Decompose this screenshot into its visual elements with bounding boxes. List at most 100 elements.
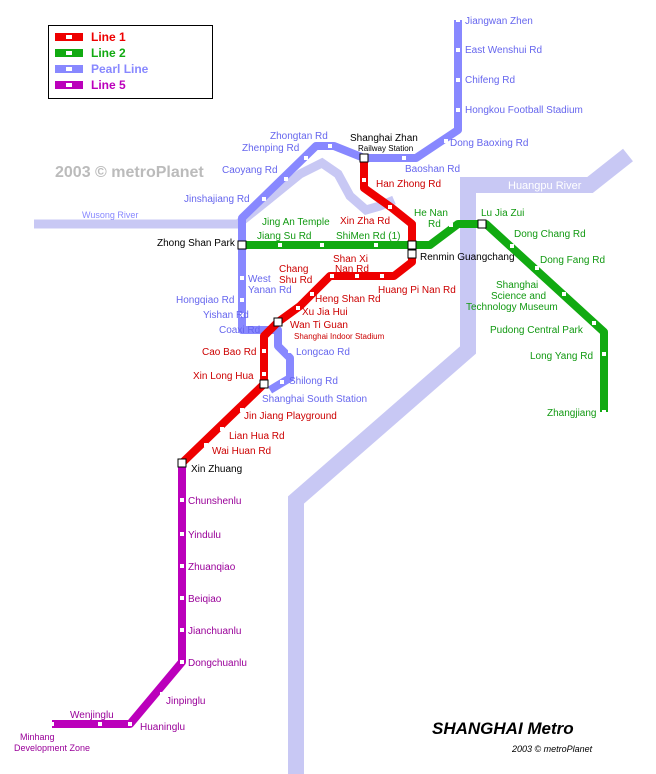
station-marker[interactable] <box>262 349 266 353</box>
station-label[interactable]: Xin Zha Rd <box>340 216 390 227</box>
station-label[interactable]: Nan Rd <box>335 264 369 275</box>
station-marker[interactable] <box>592 321 596 325</box>
station-label[interactable]: Jinpinglu <box>166 696 205 707</box>
interchange-marker[interactable] <box>259 379 269 389</box>
interchange-marker[interactable] <box>237 240 247 250</box>
station-label[interactable]: Technology Museum <box>466 302 558 313</box>
station-marker[interactable] <box>220 427 224 431</box>
station-marker[interactable] <box>602 352 606 356</box>
station-marker[interactable] <box>456 78 460 82</box>
station-label[interactable]: Renmin Guangchang <box>420 252 515 263</box>
station-marker[interactable] <box>449 223 453 227</box>
station-label[interactable]: Jing An Temple <box>262 217 330 228</box>
station-label[interactable]: Jin Jiang Playground <box>244 411 337 422</box>
station-label[interactable]: Jinshajiang Rd <box>184 194 250 205</box>
station-label[interactable]: Hongkou Football Stadium <box>465 105 583 116</box>
station-label[interactable]: Chang <box>279 264 308 275</box>
station-label[interactable]: Yishan Rd <box>203 310 249 321</box>
station-marker[interactable] <box>180 532 184 536</box>
station-label[interactable]: Wenjinglu <box>70 710 114 721</box>
station-label[interactable]: Xu Jia Hui <box>302 307 348 318</box>
station-marker[interactable] <box>456 108 460 112</box>
station-marker[interactable] <box>262 372 266 376</box>
station-label[interactable]: Science and <box>491 291 546 302</box>
station-marker[interactable] <box>160 692 164 696</box>
station-marker[interactable] <box>284 177 288 181</box>
station-marker[interactable] <box>330 274 334 278</box>
station-marker[interactable] <box>204 443 208 447</box>
station-label[interactable]: Cao Bao Rd <box>202 347 256 358</box>
station-label[interactable]: Jiangwan Zhen <box>465 16 533 27</box>
station-marker[interactable] <box>262 197 266 201</box>
interchange-marker[interactable] <box>477 219 487 229</box>
station-marker[interactable] <box>402 156 406 160</box>
station-label[interactable]: Heng Shan Rd <box>315 294 381 305</box>
interchange-marker[interactable] <box>273 317 283 327</box>
station-label[interactable]: Zhong Shan Park <box>157 238 236 249</box>
station-label[interactable]: Longcao Rd <box>296 347 350 358</box>
station-marker[interactable] <box>180 628 184 632</box>
station-label[interactable]: Shu Rd <box>279 275 312 286</box>
station-marker[interactable] <box>180 498 184 502</box>
station-label[interactable]: Baoshan Rd <box>405 164 460 175</box>
station-label[interactable]: Jiang Su Rd <box>257 231 311 242</box>
station-marker[interactable] <box>320 243 324 247</box>
station-marker[interactable] <box>50 722 54 726</box>
station-marker[interactable] <box>240 313 244 317</box>
station-marker[interactable] <box>456 18 460 22</box>
station-marker[interactable] <box>304 156 308 160</box>
station-marker[interactable] <box>278 243 282 247</box>
station-label[interactable]: Xin Zhuang <box>191 464 242 475</box>
station-label[interactable]: East Wenshui Rd <box>465 45 542 56</box>
station-label[interactable]: Coaxi Rd <box>219 325 260 336</box>
station-marker[interactable] <box>362 178 366 182</box>
station-label[interactable]: Zhongtan Rd <box>270 131 328 142</box>
station-label[interactable]: He Nan <box>414 208 448 219</box>
station-marker[interactable] <box>310 292 314 296</box>
station-label[interactable]: Chunshenlu <box>188 496 241 507</box>
station-label[interactable]: Zhangjiang <box>547 408 596 419</box>
station-label[interactable]: Caoyang Rd <box>222 165 278 176</box>
station-label[interactable]: Jianchuanlu <box>188 626 241 637</box>
station-marker[interactable] <box>296 306 300 310</box>
station-label[interactable]: Yanan Rd <box>248 285 292 296</box>
station-label[interactable]: Hongqiao Rd <box>176 295 234 306</box>
station-marker[interactable] <box>180 660 184 664</box>
station-marker[interactable] <box>180 564 184 568</box>
interchange-marker[interactable] <box>407 249 417 259</box>
station-marker[interactable] <box>388 205 392 209</box>
station-label[interactable]: West <box>248 274 271 285</box>
station-label[interactable]: Shanghai <box>496 280 538 291</box>
station-marker[interactable] <box>374 243 378 247</box>
station-marker[interactable] <box>355 274 359 278</box>
station-label[interactable]: Beiqiao <box>188 594 222 605</box>
interchange-marker[interactable] <box>177 458 187 468</box>
station-label[interactable]: Zhenping Rd <box>242 143 299 154</box>
station-marker[interactable] <box>380 274 384 278</box>
station-label[interactable]: Dong Chang Rd <box>514 229 586 240</box>
station-marker[interactable] <box>602 410 606 414</box>
station-marker[interactable] <box>535 266 539 270</box>
station-marker[interactable] <box>180 596 184 600</box>
station-label[interactable]: Pudong Central Park <box>490 325 584 336</box>
interchange-marker[interactable] <box>359 153 369 163</box>
station-marker[interactable] <box>98 722 102 726</box>
station-marker[interactable] <box>562 292 566 296</box>
station-label[interactable]: Chifeng Rd <box>465 75 515 86</box>
station-label[interactable]: Shilong Rd <box>289 376 338 387</box>
station-label[interactable]: Han Zhong Rd <box>376 179 441 190</box>
station-label[interactable]: Wai Huan Rd <box>212 446 271 457</box>
station-marker[interactable] <box>240 298 244 302</box>
station-label[interactable]: Lu Jia Zui <box>481 208 524 219</box>
station-label[interactable]: Dong Baoxing Rd <box>450 138 528 149</box>
station-label[interactable]: Shan Xi <box>333 254 368 265</box>
station-marker[interactable] <box>444 139 448 143</box>
station-label[interactable]: Shanghai Zhan <box>350 133 418 144</box>
station-marker[interactable] <box>456 48 460 52</box>
station-label[interactable]: Xin Long Hua <box>193 371 254 382</box>
interchange-marker[interactable] <box>407 240 417 250</box>
station-label[interactable]: Huaninglu <box>140 722 185 733</box>
station-marker[interactable] <box>328 144 332 148</box>
station-label[interactable]: Rd <box>428 219 441 230</box>
station-label[interactable]: Zhuanqiao <box>188 562 236 573</box>
